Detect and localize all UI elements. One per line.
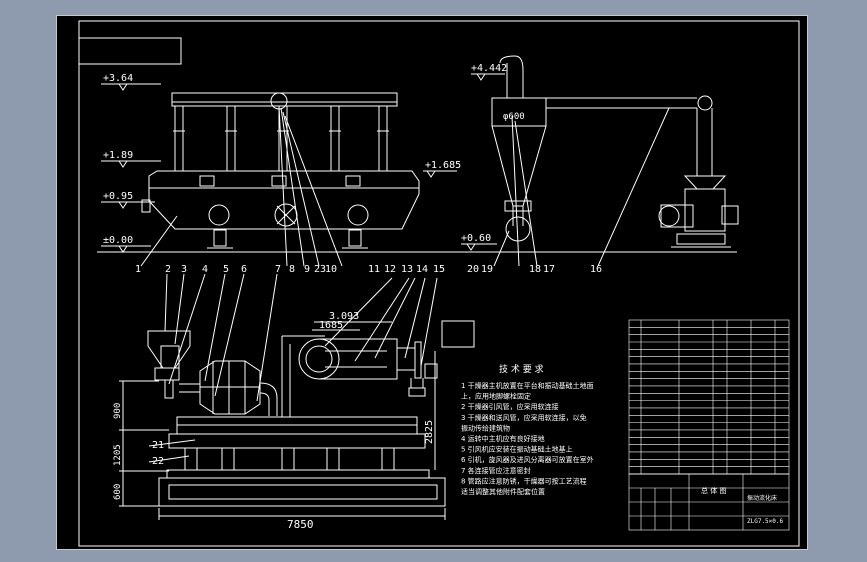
part-callout: 2 [165, 264, 171, 275]
note-line: 适当调整其他附件配套位置 [461, 487, 545, 496]
parts-table [628, 319, 790, 475]
dimension-lines [119, 321, 446, 520]
dryer-body [148, 170, 420, 230]
part-callout: 9 [304, 264, 310, 275]
part-callout: 13 [401, 264, 413, 275]
note-line: 4 运转中主机应有良好接地 [461, 434, 545, 443]
note-line: 3 干燥器和送风管，应采用软连接，以免 [461, 413, 587, 422]
dim-1205: 1205 [113, 444, 123, 466]
dim-3093: 3.093 [329, 311, 359, 322]
hot-air-duct [259, 382, 278, 416]
part-callout: 16 [590, 264, 602, 275]
note-line: 上，应用地脚螺栓固定 [461, 392, 531, 401]
note-line: 8 管路应注意防锈，干燥器可按工艺流程 [461, 476, 587, 485]
heater [179, 360, 261, 415]
side-exhaust [281, 335, 438, 417]
dryer-side [158, 416, 446, 507]
note-line: 5 引风机应安装在振动基础土地基上 [461, 445, 573, 454]
note-line: 7 各连接管应注意密封 [461, 466, 531, 475]
dim-7850: 7850 [287, 518, 314, 531]
title-code: ZLG7.5×0.6 [747, 518, 784, 525]
duct-to-fan [546, 95, 713, 176]
part-callout: 11 [368, 264, 380, 275]
title-product: 振动流化床 [747, 494, 777, 502]
base-frame [158, 477, 446, 507]
part-callout: 4 [202, 264, 208, 275]
notes-title: 技 术 要 求 [499, 363, 544, 375]
part-callout: 23 [314, 264, 326, 275]
inlet-port [347, 204, 369, 226]
part-callout: 18 [529, 264, 541, 275]
corner-label-box [78, 37, 182, 65]
elev-base-right: +0.60 [461, 233, 491, 244]
dim-600: 600 [113, 484, 123, 500]
elev-mid-left: +1.89 [103, 150, 133, 161]
part-callout: 10 [325, 264, 337, 275]
feed-hopper [147, 330, 191, 399]
part-callout: 19 [481, 264, 493, 275]
part-callout: 6 [241, 264, 247, 275]
fluid-bed-dryer [141, 92, 420, 249]
motor-box [441, 320, 475, 348]
title-block [628, 473, 790, 531]
elev-ground: ±0.00 [103, 235, 133, 246]
dim-phi600: φ600 [503, 112, 525, 122]
elev-top-left: +3.64 [103, 73, 133, 84]
note-line: 2 干燥器引风管，应采用软连接 [461, 402, 559, 411]
note-line: 振动传给建筑物 [461, 423, 510, 432]
induced-draft-fan [658, 175, 739, 248]
leader-lines [140, 105, 670, 463]
dim-900: 900 [113, 403, 123, 419]
note-line: 1 干燥器主机放置在平台和振动基础土地面 [461, 381, 594, 390]
dim-1685: 1685 [319, 320, 343, 331]
part-callout: 14 [416, 264, 428, 275]
inner-frame [78, 20, 800, 547]
elev-top-right: +4.442 [471, 63, 507, 74]
elev-low-left: +0.95 [103, 191, 133, 202]
part-callout: 22 [152, 456, 164, 467]
part-callout: 15 [433, 264, 445, 275]
title-drawing-name: 总 体 图 [701, 486, 726, 495]
dim-2825: 2825 [424, 420, 435, 444]
elev-right-mid: +1.685 [425, 160, 461, 171]
note-line: 6 引机，旋风器及进风分离器可放置在室外 [461, 455, 594, 464]
part-callout: 1 [135, 264, 141, 275]
part-callout: 21 [152, 440, 164, 451]
part-callout: 20 [467, 264, 479, 275]
inlet-port [208, 204, 230, 226]
part-callout: 8 [289, 264, 295, 275]
elevation-markers [101, 73, 505, 253]
part-callout: 7 [275, 264, 281, 275]
part-callout: 3 [181, 264, 187, 275]
part-callout: 5 [223, 264, 229, 275]
part-callout: 17 [543, 264, 555, 275]
part-callout: 12 [384, 264, 396, 275]
